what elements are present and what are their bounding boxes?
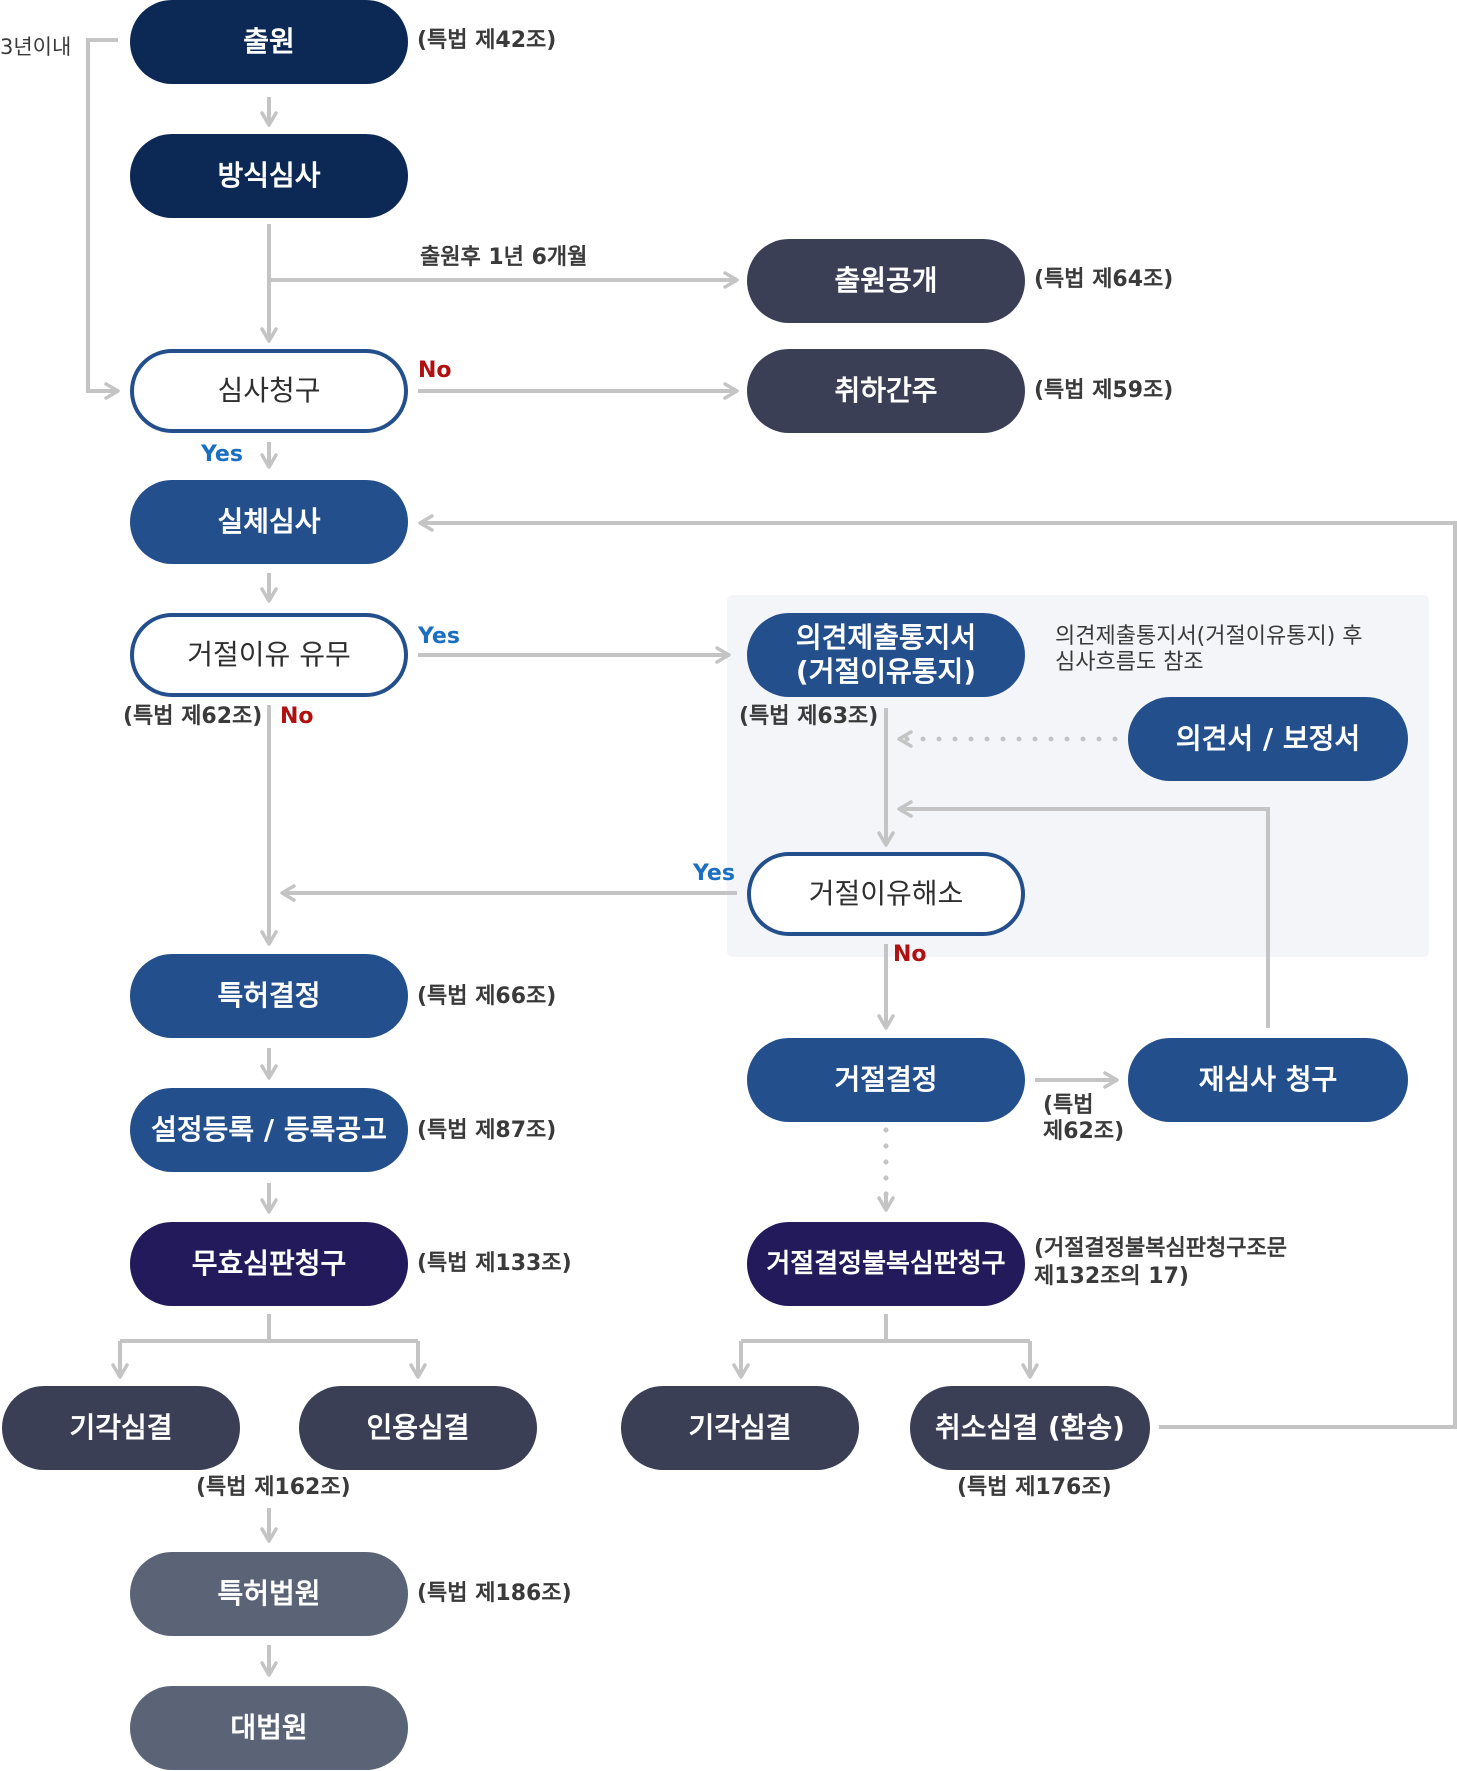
label-law-64: (특법 제64조) — [1034, 267, 1174, 292]
node-publication: 출원공개 — [747, 239, 1025, 323]
label-law-59: (특법 제59조) — [1034, 378, 1174, 403]
opinion-notice-line1: 의견제출통지서 — [795, 621, 977, 654]
arrow-three-years — [86, 38, 120, 400]
label-three-years: 3년이내 — [0, 35, 72, 59]
node-substantive-exam: 실체심사 — [130, 480, 408, 564]
label-law-162: (특법 제162조) — [196, 1475, 351, 1500]
node-dismissal-left: 기각심결 — [2, 1386, 240, 1470]
node-filing: 출원 — [130, 0, 408, 84]
arrow-trial-split — [120, 1314, 418, 1343]
label-note-line2: 심사흐름도 참조 — [1055, 650, 1204, 675]
label-law-62-left: (특법 제62조) — [123, 704, 263, 729]
label-law-63: (특법 제63조) — [739, 704, 879, 729]
node-deemed-withdrawn: 취하간주 — [747, 349, 1025, 433]
label-note-line1: 의견제출통지서(거절이유통지) 후 — [1055, 624, 1363, 649]
label-law-176: (특법 제176조) — [957, 1475, 1112, 1500]
label-appeal-law-line2: 제132조의 17) — [1034, 1264, 1189, 1289]
label-law-62-reexam-line1: (특법 — [1043, 1093, 1094, 1118]
node-opinion-amendment: 의견서 / 보정서 — [1128, 697, 1408, 781]
label-no-reason: No — [280, 704, 314, 729]
label-law-87: (특법 제87조) — [417, 1118, 557, 1143]
node-patent-court: 특허법원 — [130, 1552, 408, 1636]
opinion-notice-line2: (거절이유통지) — [795, 655, 977, 688]
label-no-exam-request: No — [418, 358, 452, 383]
node-acceptance: 인용심결 — [299, 1386, 537, 1470]
label-law-133: (특법 제133조) — [417, 1251, 572, 1276]
arrow-appeal-split — [741, 1314, 1030, 1343]
node-revocation: 취소심결 (환송) — [910, 1386, 1150, 1470]
label-yes-exam-request: Yes — [201, 442, 243, 467]
node-exam-request: 심사청구 — [130, 349, 408, 433]
node-reason-resolved: 거절이유해소 — [747, 852, 1025, 936]
label-yes-resolved: Yes — [693, 861, 735, 886]
label-after-18-months: 출원후 1년 6개월 — [420, 245, 588, 270]
label-law-186: (특법 제186조) — [417, 1581, 572, 1606]
node-registration: 설정등록 / 등록공고 — [130, 1088, 408, 1172]
label-law-66: (특법 제66조) — [417, 984, 557, 1009]
node-invalidation-trial: 무효심판청구 — [130, 1222, 408, 1306]
node-patent-decision: 특허결정 — [130, 954, 408, 1038]
node-reexam-request: 재심사 청구 — [1128, 1038, 1408, 1122]
label-no-resolved: No — [893, 942, 927, 967]
node-supreme-court: 대법원 — [130, 1686, 408, 1770]
label-law-62-reexam-line2: 제62조) — [1043, 1119, 1125, 1144]
node-formality-exam: 방식심사 — [130, 134, 408, 218]
label-law-42: (특법 제42조) — [417, 28, 557, 53]
node-rejection-decision: 거절결정 — [747, 1038, 1025, 1122]
arrow-remand-loop — [418, 514, 1457, 1429]
node-rejection-reason-check: 거절이유 유무 — [130, 613, 408, 697]
arrow-reexam-loop — [897, 800, 1270, 1028]
label-appeal-law-line1: (거절결정불복심판청구조문 — [1034, 1236, 1287, 1261]
label-yes-reason: Yes — [418, 624, 460, 649]
node-rejection-appeal: 거절결정불복심판청구 — [747, 1222, 1025, 1306]
node-dismissal-right: 기각심결 — [621, 1386, 859, 1470]
node-opinion-notice: 의견제출통지서 (거절이유통지) — [747, 613, 1025, 697]
